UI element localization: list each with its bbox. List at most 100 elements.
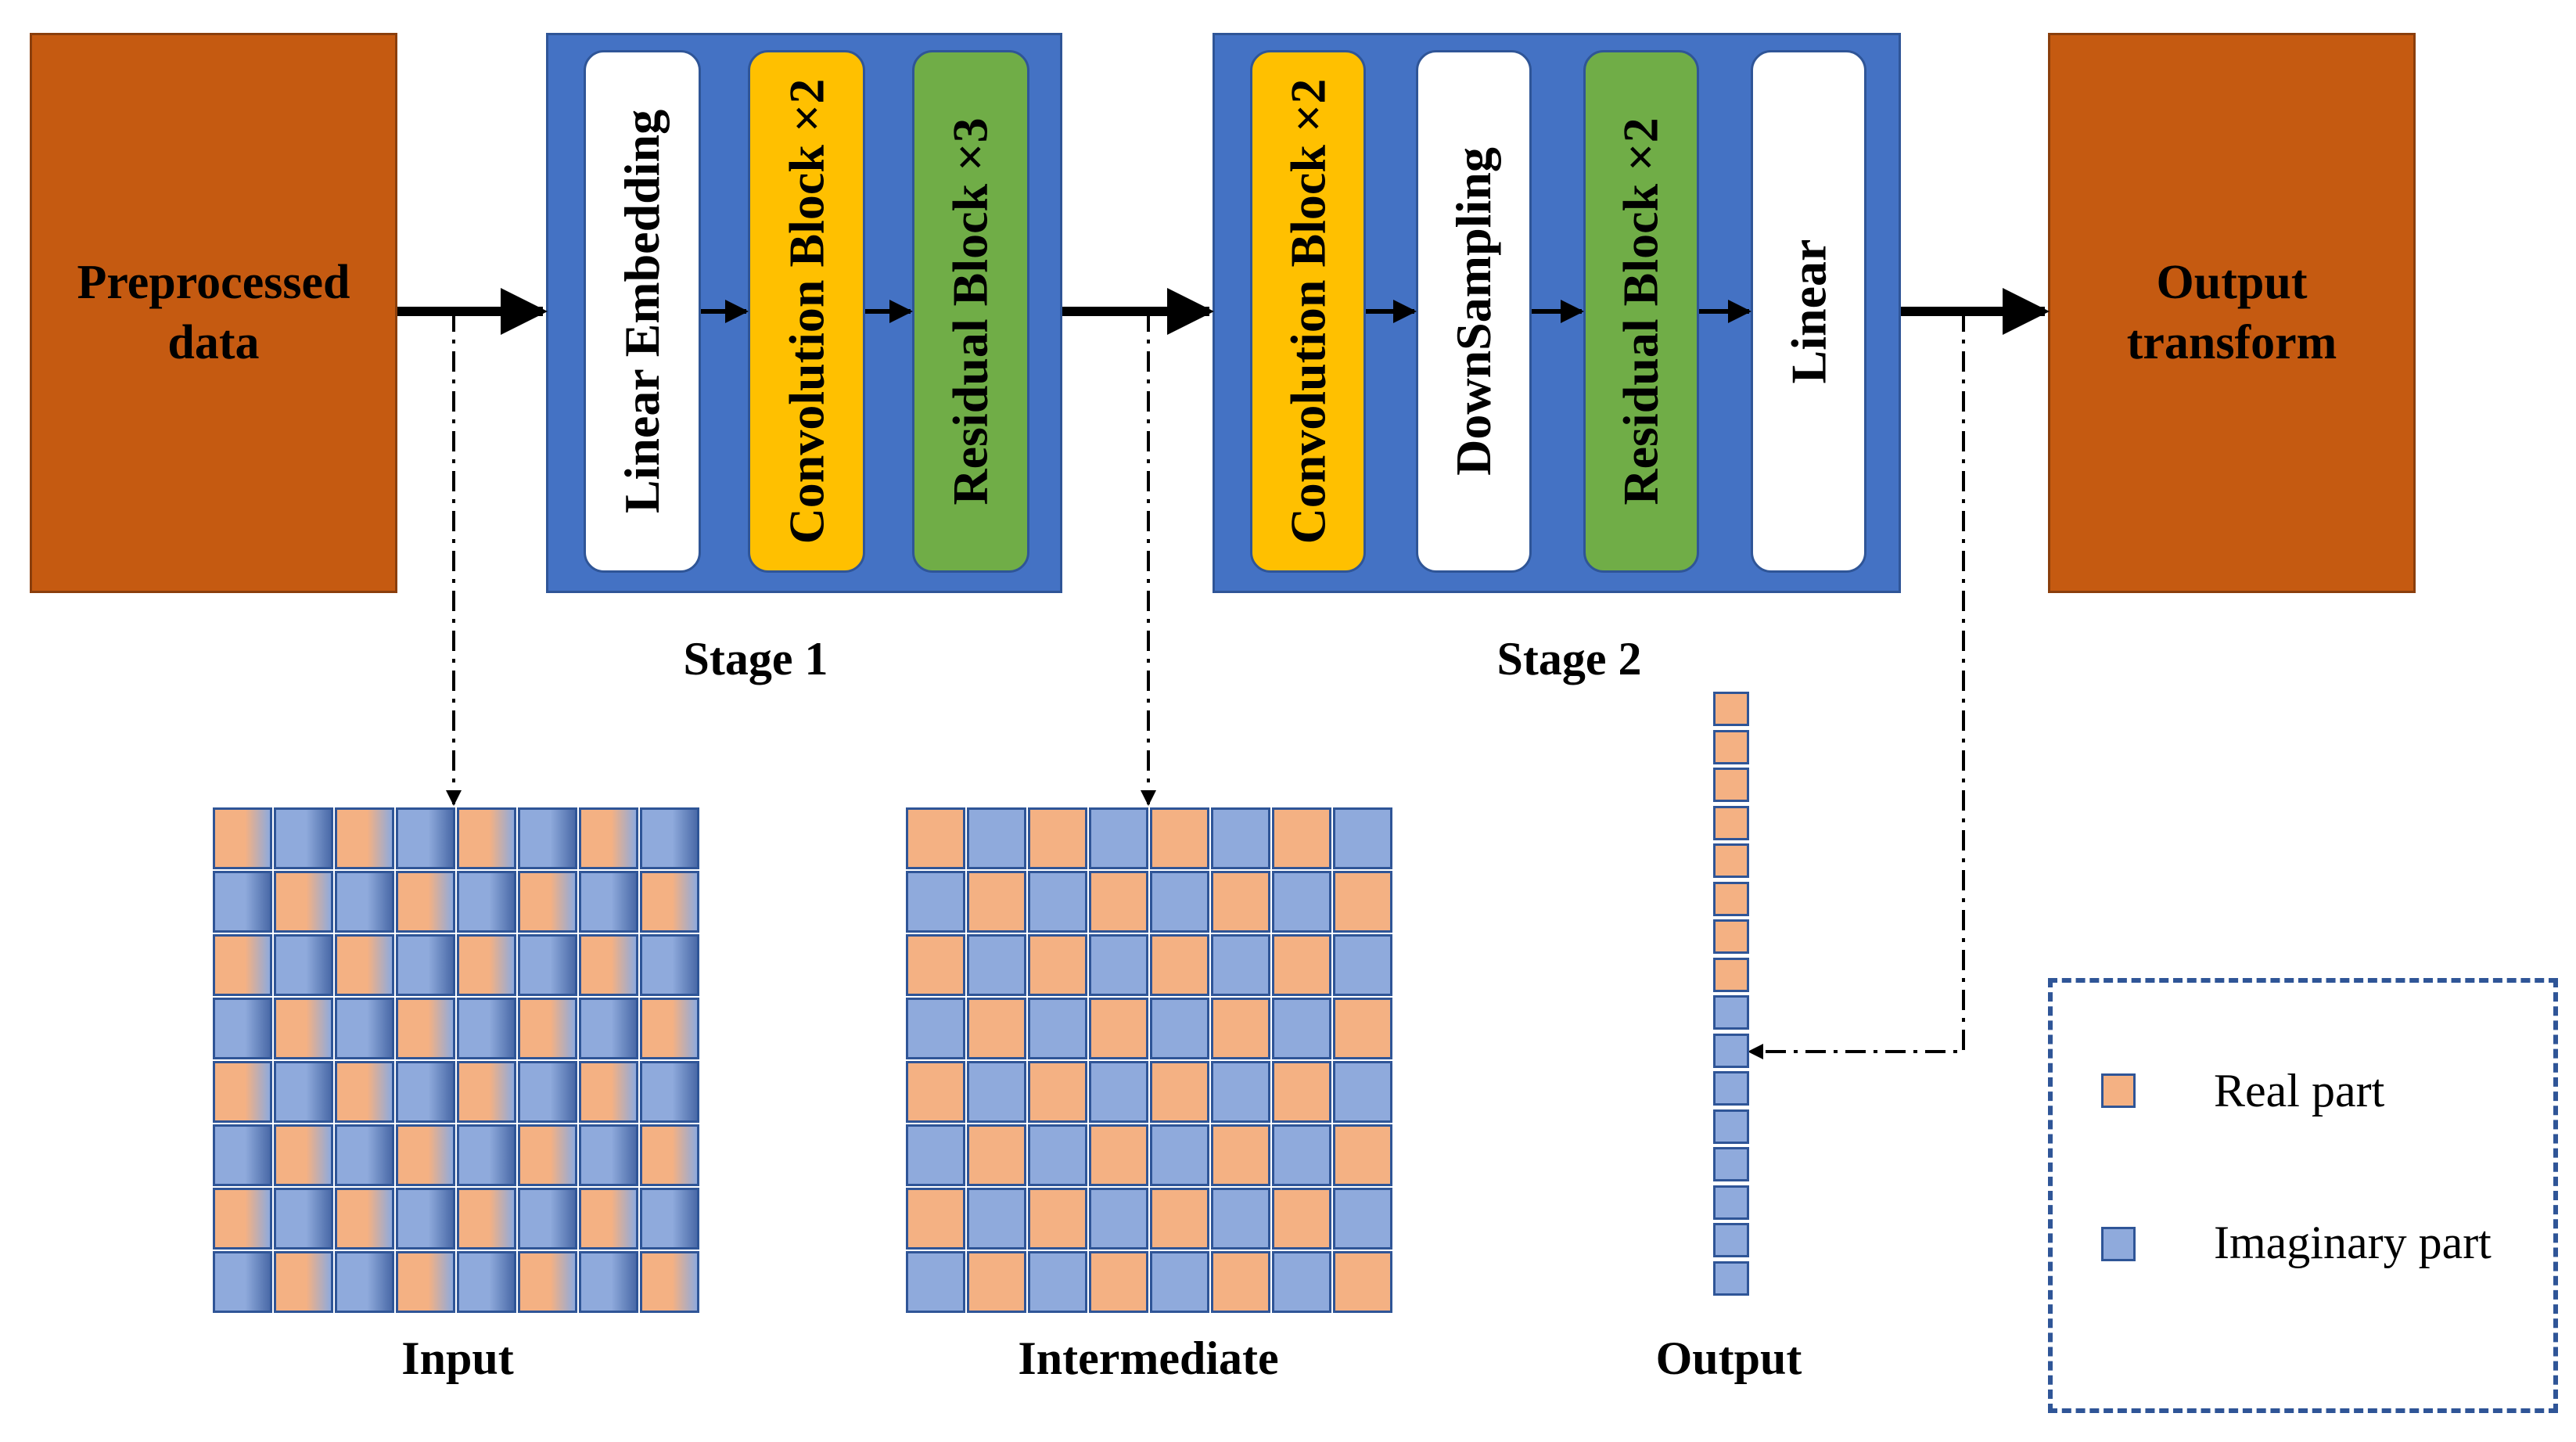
grid-cell: [1211, 1251, 1270, 1313]
grid-cell: [1272, 871, 1331, 933]
grid-cell: [1028, 934, 1087, 996]
convolution-block-stage1: Convolution Block ×2: [748, 50, 865, 573]
legend-imaginary-label: Imaginary part: [2214, 1217, 2492, 1268]
grid-cell: [335, 871, 394, 933]
grid-cell: [1272, 1124, 1331, 1186]
grid-cell: [906, 1124, 965, 1186]
grid-cell: [457, 934, 516, 996]
grid-cell: [213, 998, 272, 1059]
linear-block: Linear: [1751, 50, 1866, 573]
grid-cell: [906, 1251, 965, 1313]
grid-cell: [1089, 871, 1148, 933]
grid-cell: [518, 1251, 577, 1313]
grid-cell: [1211, 871, 1270, 933]
grid-cell: [1028, 871, 1087, 933]
grid-cell: [1089, 807, 1148, 869]
legend-box: [2048, 978, 2558, 1413]
grid-cell: [967, 1188, 1026, 1250]
grid-cell: [213, 1061, 272, 1123]
grid-cell: [906, 1188, 965, 1250]
grid-cell: [457, 1061, 516, 1123]
output-vector-cell: [1713, 919, 1749, 954]
output-vector-cell: [1713, 1147, 1749, 1181]
grid-cell: [1272, 1251, 1331, 1313]
grid-cell: [967, 1251, 1026, 1313]
grid-cell: [967, 807, 1026, 869]
grid-cell: [579, 1188, 638, 1250]
grid-cell: [396, 1061, 455, 1123]
grid-cell: [1150, 1251, 1209, 1313]
legend-real-swatch: [2101, 1073, 2136, 1108]
grid-cell: [906, 807, 965, 869]
output-transform-block: Output transform: [2048, 33, 2416, 593]
grid-cell: [518, 1061, 577, 1123]
grid-cell: [274, 807, 333, 869]
grid-cell: [906, 934, 965, 996]
grid-cell: [457, 871, 516, 933]
grid-cell: [518, 871, 577, 933]
grid-cell: [1333, 998, 1392, 1059]
input-grid: [213, 807, 699, 1313]
grid-cell: [1333, 934, 1392, 996]
grid-cell: [457, 807, 516, 869]
intermediate-grid: [906, 807, 1392, 1313]
grid-cell: [1333, 871, 1392, 933]
grid-cell: [274, 1061, 333, 1123]
output-label: Output: [1655, 1332, 1802, 1384]
grid-cell: [967, 1061, 1026, 1123]
grid-cell: [1272, 998, 1331, 1059]
grid-cell: [213, 934, 272, 996]
convolution-block-stage2: Convolution Block ×2: [1250, 50, 1366, 573]
output-vector-cell: [1713, 768, 1749, 802]
grid-cell: [396, 1188, 455, 1250]
grid-cell: [1272, 934, 1331, 996]
grid-cell: [1150, 1061, 1209, 1123]
grid-cell: [1150, 1124, 1209, 1186]
grid-cell: [396, 998, 455, 1059]
grid-cell: [213, 1124, 272, 1186]
grid-cell: [1272, 807, 1331, 869]
grid-cell: [1089, 1124, 1148, 1186]
legend-real-label: Real part: [2214, 1065, 2385, 1117]
grid-cell: [396, 807, 455, 869]
grid-cell: [1333, 1061, 1392, 1123]
grid-cell: [457, 998, 516, 1059]
grid-cell: [640, 1124, 699, 1186]
grid-cell: [274, 998, 333, 1059]
grid-cell: [396, 1251, 455, 1313]
grid-cell: [396, 934, 455, 996]
grid-cell: [906, 871, 965, 933]
output-vector-cell: [1713, 881, 1749, 916]
grid-cell: [518, 998, 577, 1059]
grid-cell: [335, 934, 394, 996]
output-vector-cell: [1713, 692, 1749, 726]
grid-cell: [396, 1124, 455, 1186]
downsampling-block: DownSampling: [1416, 50, 1532, 573]
grid-cell: [579, 998, 638, 1059]
grid-cell: [335, 1124, 394, 1186]
grid-cell: [1089, 934, 1148, 996]
preprocessed-data-label: Preprocessed data: [77, 255, 350, 370]
grid-cell: [396, 871, 455, 933]
output-vector-cell: [1713, 843, 1749, 878]
residual-block-stage1: Residual Block ×3: [912, 50, 1029, 573]
output-vector-cell: [1713, 1109, 1749, 1144]
grid-cell: [1150, 871, 1209, 933]
grid-cell: [457, 1188, 516, 1250]
output-vector: [1713, 692, 1749, 1299]
grid-cell: [579, 934, 638, 996]
grid-cell: [579, 1124, 638, 1186]
grid-cell: [640, 998, 699, 1059]
legend-imaginary-swatch: [2101, 1227, 2136, 1261]
output-vector-cell: [1713, 1185, 1749, 1220]
grid-cell: [640, 807, 699, 869]
grid-cell: [1150, 807, 1209, 869]
grid-cell: [1028, 1061, 1087, 1123]
output-vector-cell: [1713, 995, 1749, 1030]
grid-cell: [1089, 1188, 1148, 1250]
grid-cell: [1028, 1251, 1087, 1313]
grid-cell: [579, 807, 638, 869]
linear-embedding-block: Linear Embedding: [584, 50, 701, 573]
grid-cell: [1028, 998, 1087, 1059]
